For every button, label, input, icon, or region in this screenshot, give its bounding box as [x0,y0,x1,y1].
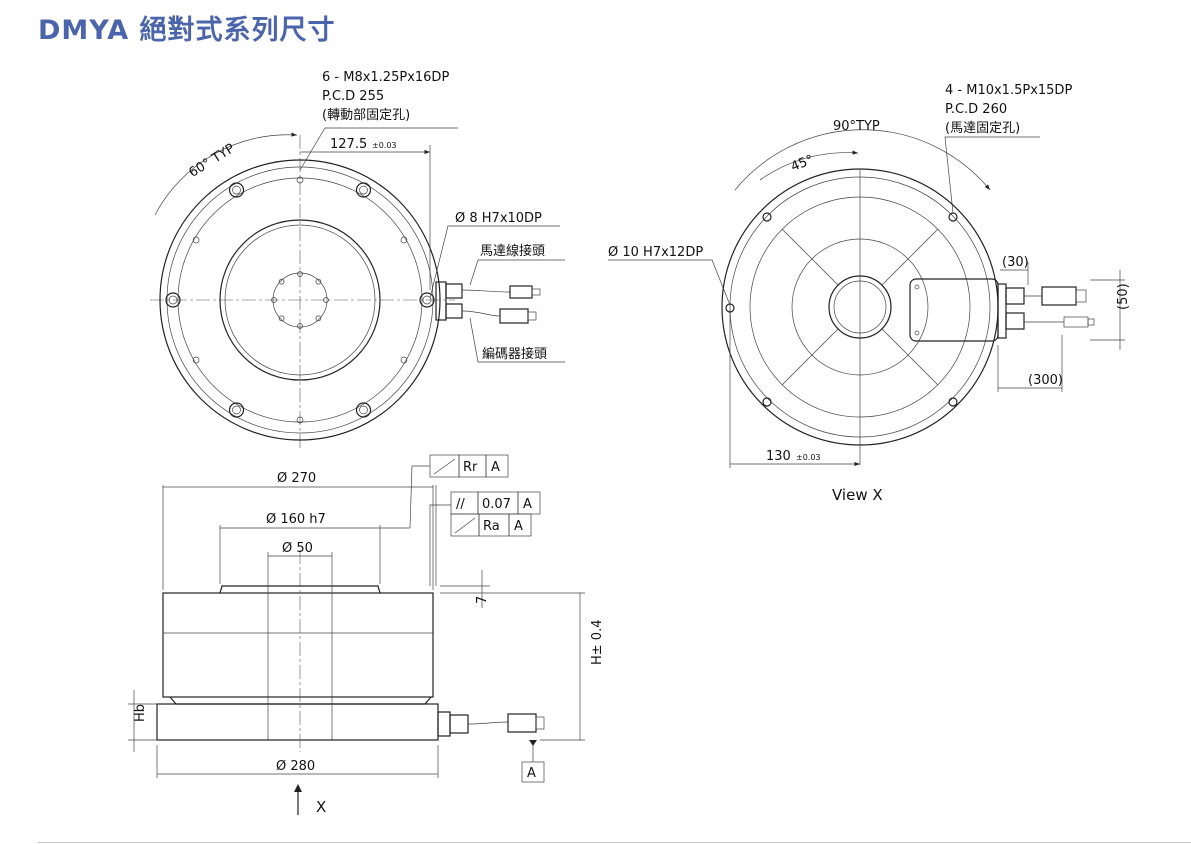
footer-divider [38,842,1191,843]
vx-dim-50: (50) [1116,283,1131,310]
fv-radius: 127.5 [330,137,367,152]
mount-hole-inner [422,295,432,305]
vx-radius-tol: ±0.03 [796,453,821,462]
view-x: 4 - M10x1.5Px15DP P.C.D 260 (馬達固定孔) 90°T… [608,83,1131,504]
small-hole [296,176,304,184]
vx-dim-30: (30) [1002,255,1029,270]
mount-hole [355,402,372,418]
fv-angle: 60° TYP [186,141,237,181]
mount-hole-inner [359,405,368,415]
fv-hole-spec: 6 - M8x1.25Px16DP [322,70,449,85]
sv-tol-rr: Rr [463,460,478,475]
hub-hole [271,297,277,303]
sv-tol-parallel: 0.07 [482,497,511,512]
front-view: 6 - M8x1.25Px16DP P.C.D 255 (轉動部固定孔) 127… [150,70,565,450]
motor-mount-hole [762,212,772,222]
mount-hole [228,182,245,198]
motor-mount-hole [762,397,772,407]
vx-hole-pcd: P.C.D 260 [945,102,1007,117]
sv-height: H± 0.4 [590,620,605,665]
sv-datum-a: A [527,766,536,781]
sv-dia-270: Ø 270 [277,471,316,486]
mount-hole-inner [232,405,241,415]
sv-dia-50: Ø 50 [282,541,313,556]
vx-radius: 130 [766,449,791,464]
mount-hole [355,182,372,198]
fv-encoder-connector: 編碼器接頭 [482,346,547,362]
fv-motor-connector: 馬達線接頭 [480,243,545,259]
mount-hole-inner [359,185,368,195]
sv-dia-280: Ø 280 [276,759,315,774]
vx-angle: 45° [789,152,816,175]
sv-dim-7: 7 [475,596,490,604]
vx-caption: View X [832,486,883,504]
small-hole [296,416,304,424]
hub-hole [297,323,303,329]
sv-dia-160: Ø 160 h7 [266,512,326,527]
vx-hole-note: (馬達固定孔) [945,121,1020,136]
hub-hole [315,315,322,322]
motor-mount-hole [948,397,958,407]
sv-datum-3: A [514,519,523,534]
side-view: Ø 270 Ø 160 h7 Ø 50 Ø 280 7 H± 0.4 Hb Rr… [128,454,605,816]
mount-hole [165,292,181,308]
mount-hole-inner [232,185,241,195]
small-hole [400,236,408,244]
hub-hole [315,278,322,285]
small-hole [192,236,200,244]
fv-hole-note: (轉動部固定孔) [322,108,410,123]
vx-angle-typ: 90°TYP [833,119,880,134]
sv-datum-2: A [523,497,532,512]
motor-mount-hole [948,212,958,222]
small-hole [192,356,200,364]
sv-parallel-symbol: // [456,497,465,512]
small-hole [400,356,408,364]
hub-hole [278,315,285,322]
sv-datum-1: A [491,460,500,475]
mount-hole-inner [168,295,178,305]
mount-hole [228,402,245,418]
vx-dim-300: (300) [1028,373,1063,388]
fv-hole-pcd: P.C.D 255 [322,89,384,104]
hub-hole [297,271,303,277]
sv-view-arrow: X [316,798,326,816]
hub-hole [278,278,285,285]
sv-tol-ra: Ra [483,519,500,534]
vx-hole-spec: 4 - M10x1.5Px15DP [945,83,1072,98]
fv-radius-tol: ±0.03 [372,141,397,150]
mount-hole [419,292,435,308]
vx-pin-hole: Ø 10 H7x12DP [608,245,703,260]
fv-pin-hole: Ø 8 H7x10DP [455,211,542,226]
page-title: DMYA 絕對式系列尺寸 [38,15,336,46]
hub-hole [323,297,329,303]
sv-hb: Hb [133,704,148,722]
